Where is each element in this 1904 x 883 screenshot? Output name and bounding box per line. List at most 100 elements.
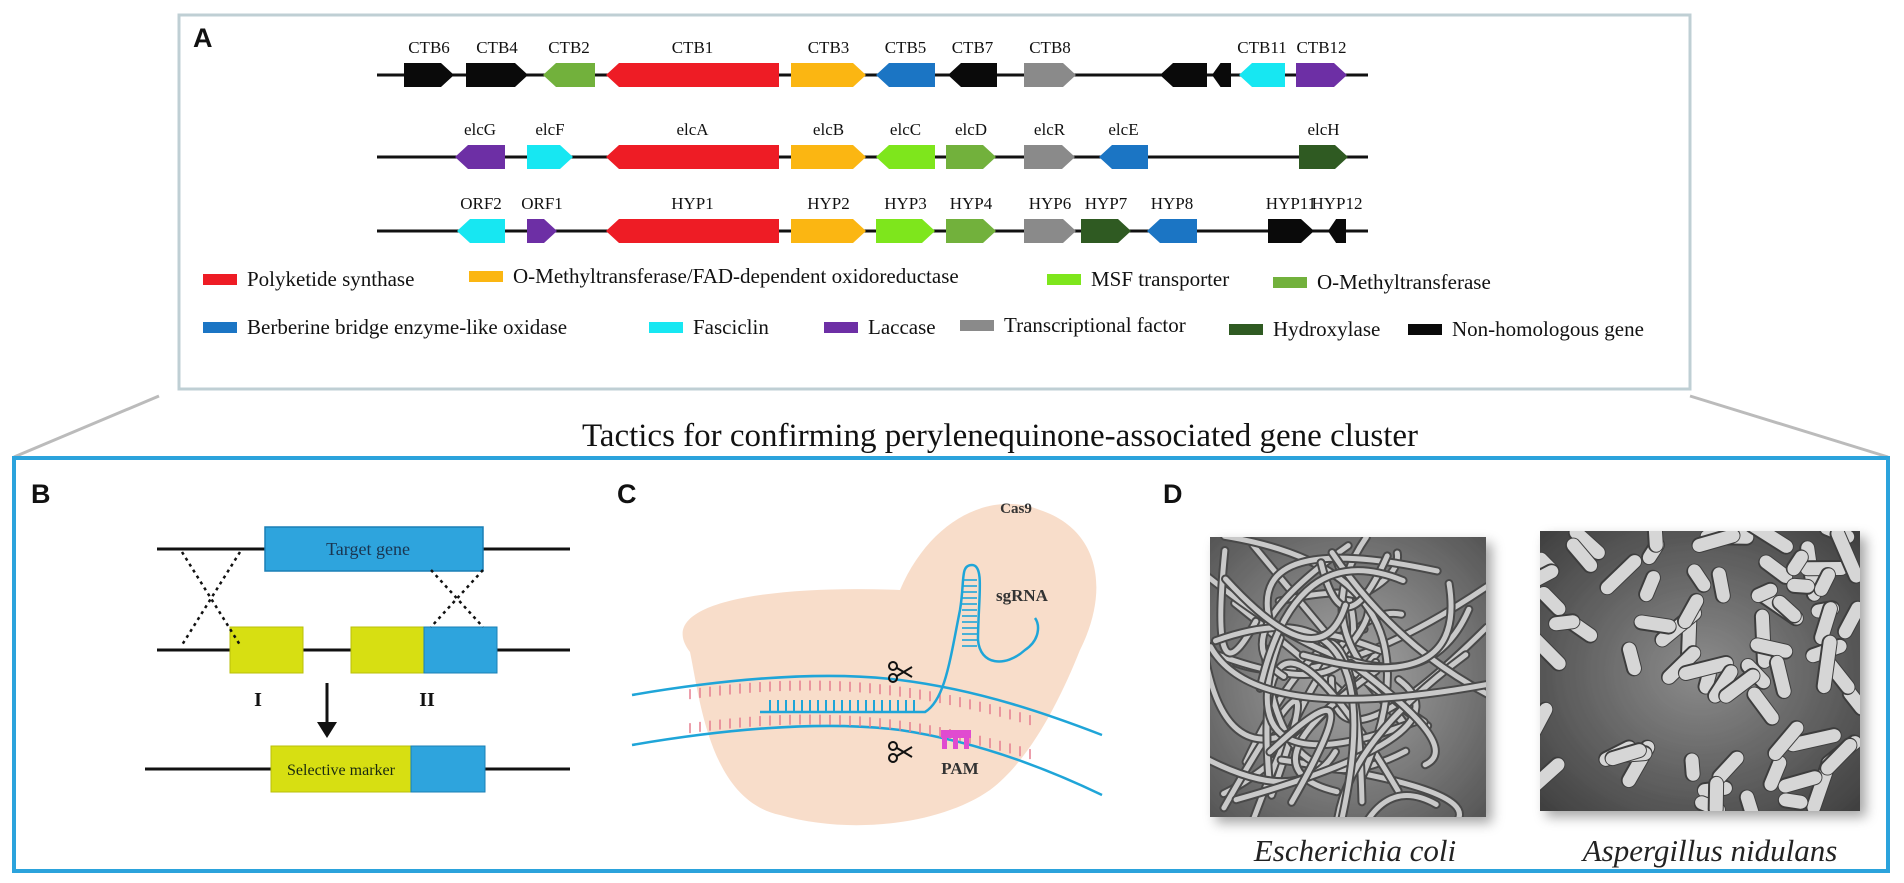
selective-marker-label: Selective marker <box>287 762 396 779</box>
gene-arrow <box>1212 63 1231 87</box>
gene-label: CTB11 <box>1237 38 1286 57</box>
gene-label: elcB <box>813 120 844 139</box>
marker-blue-box <box>410 745 486 793</box>
legend-swatch <box>960 320 994 331</box>
gene-arrow <box>527 145 573 169</box>
gene-arrow <box>606 219 779 243</box>
gene-arrow <box>1024 145 1075 169</box>
pam-label: PAM <box>941 759 978 778</box>
gene-label: HYP4 <box>950 194 993 213</box>
legend-swatch <box>203 322 237 333</box>
gene-label: HYP8 <box>1151 194 1194 213</box>
legend-swatch <box>1273 277 1307 288</box>
gene-arrow <box>1024 219 1076 243</box>
legend-swatch <box>469 271 503 282</box>
legend-label: Berberine bridge enzyme-like oxidase <box>247 315 567 339</box>
gene-label: ORF2 <box>460 194 502 213</box>
gene-arrow <box>1081 219 1131 243</box>
sem-image-left <box>1210 537 1486 817</box>
panel-bcd-frame <box>12 456 1890 873</box>
gene-arrow <box>791 219 866 243</box>
legend-label: Polyketide synthase <box>247 267 414 291</box>
scissors-icon <box>888 661 913 683</box>
flank-blue-box <box>423 626 498 674</box>
gene-arrow <box>876 63 935 87</box>
gene-arrow <box>876 145 935 169</box>
gene-arrow <box>1328 219 1346 243</box>
gene-label: CTB8 <box>1029 38 1071 57</box>
legend-label: Transcriptional factor <box>1004 313 1186 337</box>
gene-label: CTB6 <box>408 38 450 57</box>
gene-arrow <box>791 145 866 169</box>
gene-arrow <box>1239 63 1285 87</box>
legend-label: O-Methyltransferase <box>1317 270 1491 294</box>
gene-arrow <box>1296 63 1347 87</box>
sem-image-right <box>1540 531 1860 811</box>
caption-aspergillus-nidulans: Aspergillus nidulans <box>1582 833 1838 868</box>
gene-label: HYP12 <box>1311 194 1362 213</box>
legend-swatch <box>1047 274 1081 285</box>
legend-label: Non-homologous gene <box>1452 317 1644 341</box>
gene-arrow <box>606 145 779 169</box>
gene-arrow <box>466 63 528 87</box>
target-gene-label: Target gene <box>326 539 410 559</box>
gene-arrow <box>543 63 595 87</box>
connector-left <box>13 394 160 459</box>
gene-label: elcA <box>676 120 709 139</box>
legend-swatch <box>649 322 683 333</box>
gene-label: elcC <box>890 120 921 139</box>
gene-label: elcR <box>1034 120 1066 139</box>
gene-label: CTB5 <box>885 38 927 57</box>
gene-arrow <box>1147 219 1197 243</box>
label-II: II <box>419 689 435 711</box>
gene-arrow <box>1024 63 1076 87</box>
gene-label: elcF <box>535 120 564 139</box>
panel-d-micrographs <box>1210 531 1860 817</box>
panel-letter-d: D <box>1163 479 1183 509</box>
legend-swatch <box>824 322 858 333</box>
gene-arrow <box>1299 145 1348 169</box>
dna-base-ticks <box>689 680 1031 760</box>
gene-label: HYP6 <box>1029 194 1072 213</box>
gene-label: elcH <box>1307 120 1339 139</box>
gene-label: HYP1 <box>671 194 714 213</box>
gene-label: HYP2 <box>807 194 850 213</box>
gene-arrow <box>1268 219 1314 243</box>
dna-top-strand <box>631 674 1103 737</box>
gene-arrow <box>948 63 997 87</box>
gene-label: CTB4 <box>476 38 518 57</box>
legend-label: Laccase <box>868 315 936 339</box>
gene-label: CTB3 <box>808 38 850 57</box>
target-gene-box <box>264 526 484 572</box>
selective-marker-box <box>270 745 412 793</box>
legend-label: MSF transporter <box>1091 267 1229 291</box>
sgrna-strand <box>760 563 1040 714</box>
main-title: Tactics for confirming perylenequinone-a… <box>581 418 1419 454</box>
legend-swatch <box>203 274 237 285</box>
gene-label: HYP11 <box>1266 194 1316 213</box>
gene-label: elcG <box>464 120 496 139</box>
panel-letter-b: B <box>31 479 51 509</box>
gene-arrow <box>791 63 866 87</box>
legend-label: Hydroxylase <box>1273 317 1380 341</box>
legend-label: Fasciclin <box>693 315 769 339</box>
gene-label: HYP3 <box>884 194 927 213</box>
caption-escherichia-coli: Escherichia coli <box>1253 833 1457 868</box>
panel-letter-c: C <box>617 479 637 509</box>
gene-label: ORF1 <box>521 194 563 213</box>
gene-arrow <box>876 219 935 243</box>
gene-arrow <box>455 145 505 169</box>
gene-arrow <box>946 219 996 243</box>
scissors-icon <box>888 741 913 763</box>
gene-label: CTB12 <box>1296 38 1346 57</box>
cas9-label: Cas9 <box>1000 501 1032 517</box>
arrow-head <box>317 722 337 738</box>
sgrna-label: sgRNA <box>996 586 1049 605</box>
connector-right <box>1689 394 1889 459</box>
legend-swatch <box>1408 324 1442 335</box>
gene-label: elcD <box>955 120 987 139</box>
gene-label: CTB1 <box>672 38 714 57</box>
flank-box-2 <box>350 626 425 674</box>
